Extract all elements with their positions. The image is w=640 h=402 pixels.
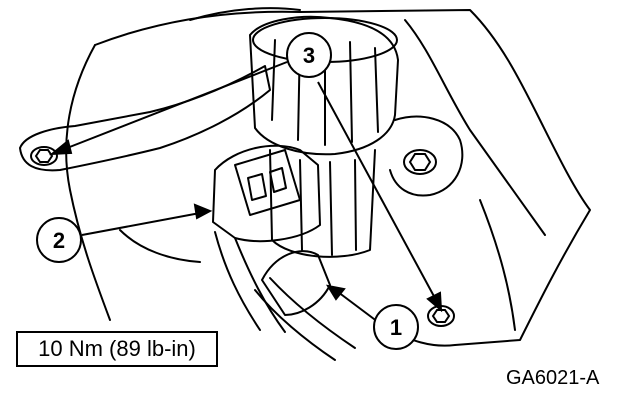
bolt-left (30, 146, 58, 166)
background-detail-left (65, 44, 111, 321)
component-body-ribs (271, 37, 379, 146)
wiring-harness-1 (214, 231, 261, 331)
leader-1 (337, 291, 379, 323)
torque-spec-box: 10 Nm (89 lb-in) (16, 331, 218, 367)
wiring-harness-3 (254, 289, 336, 361)
figure-code: GA6021-A (506, 367, 600, 389)
leader-3-right (317, 81, 437, 301)
background-detail-lower (119, 229, 201, 263)
leader-3-left (61, 61, 288, 151)
callout-2: 2 (36, 217, 82, 263)
connector-face (234, 149, 301, 216)
callout-3: 3 (286, 32, 332, 78)
wiring-harness-4 (269, 277, 356, 349)
callout-1-label: 1 (390, 315, 402, 340)
arrowhead-3-left (48, 139, 73, 156)
bracket-outline (94, 9, 591, 347)
right-flange (389, 115, 464, 197)
harness-boot (261, 250, 331, 316)
bracket-arm (19, 65, 271, 172)
background-detail-right (479, 199, 516, 331)
arrowhead-1 (325, 284, 346, 301)
connector-terminals (247, 167, 287, 201)
arrowhead-2 (193, 203, 213, 220)
leader-2 (81, 212, 201, 236)
bolt-right-upper (403, 149, 437, 175)
callout-3-label: 3 (303, 43, 315, 68)
callout-1: 1 (373, 304, 419, 350)
arrowhead-3-right (426, 291, 443, 313)
connector-housing (212, 144, 321, 243)
bracket-upper-edge (189, 7, 301, 21)
component-lower-body (269, 149, 376, 258)
wiring-harness-2 (234, 237, 286, 333)
bracket-inner-edge (404, 19, 546, 236)
callout-2-label: 2 (53, 228, 65, 253)
component-lower-ribs (299, 159, 357, 256)
component-body (249, 15, 399, 156)
